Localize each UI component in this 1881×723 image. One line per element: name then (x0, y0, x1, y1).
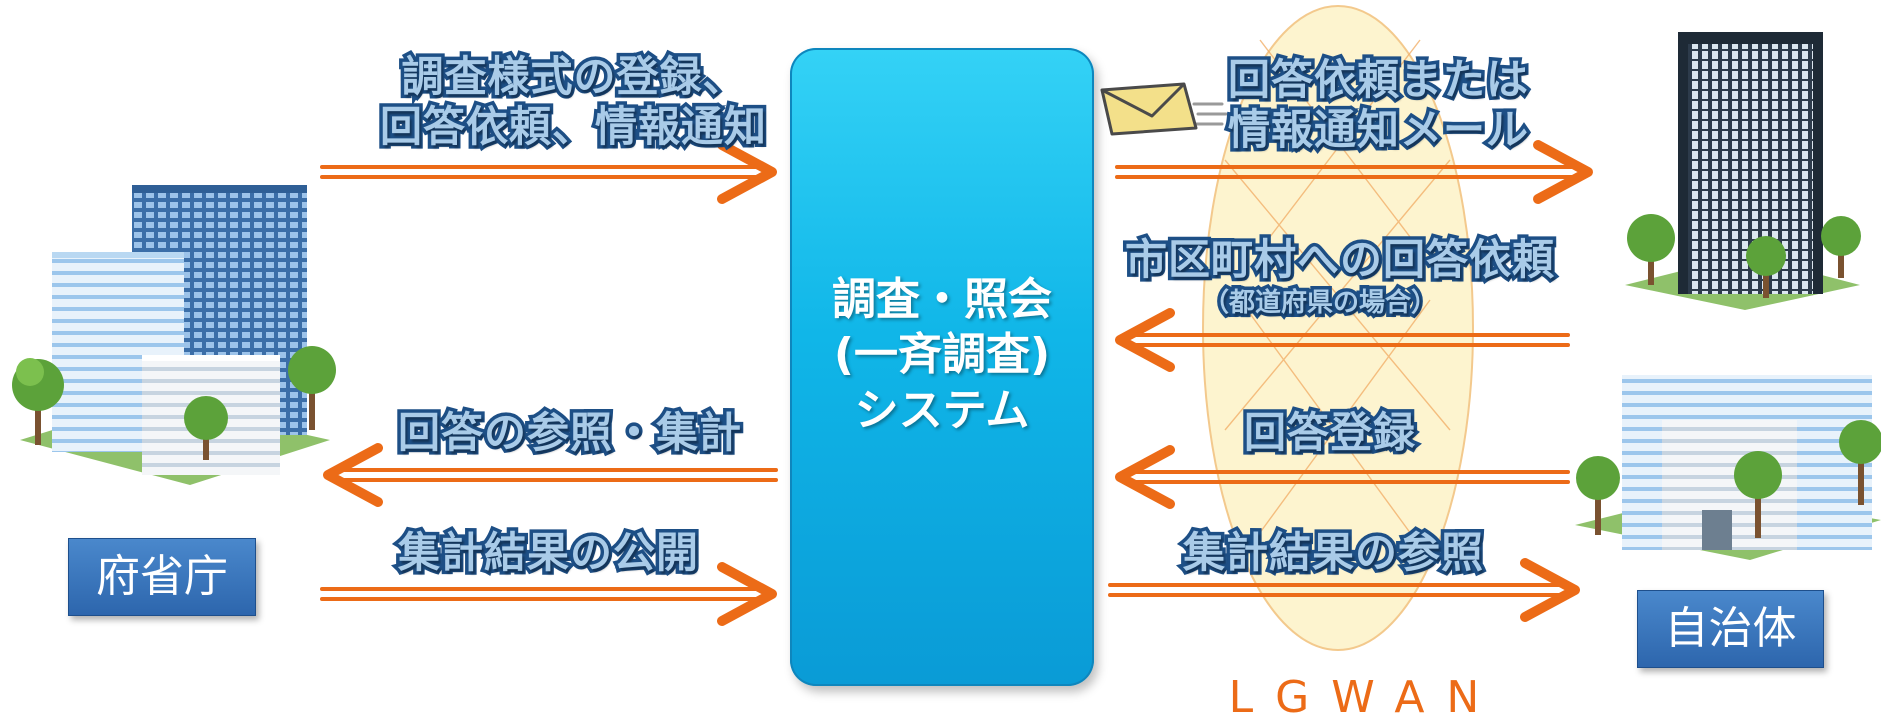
system-title-line: システム (854, 384, 1030, 436)
envelope-icon (1100, 82, 1228, 136)
label-mail: 回答依頼または 情報通知メール (1224, 52, 1531, 157)
label-publish: 集計結果の公開 (394, 525, 701, 581)
label-answer-register: 回答登録 (1240, 405, 1418, 461)
system-title: 調査・照会 (一斉調査) システム (790, 272, 1094, 438)
system-title-line: 調査・照会 (832, 274, 1052, 325)
arrow-register (320, 140, 777, 204)
lgwan-label: LGWAN (1228, 672, 1502, 723)
arrow-view-aggregate (323, 443, 778, 507)
label-mail-line: 情報通知メール (1224, 101, 1531, 157)
tower-building-icon (1625, 32, 1861, 310)
label-mail-line: 回答依頼または (1224, 52, 1531, 108)
label-result-view: 集計結果の参照 (1179, 525, 1486, 581)
label-register-line: 調査様式の登録、 (398, 49, 748, 105)
label-municipal-request-note: （都道府県の場合） (1199, 285, 1440, 322)
label-register: 調査様式の登録、 回答依頼、情報通知 (376, 49, 769, 154)
arrow-result-view (1108, 558, 1580, 622)
arrow-publish (320, 562, 777, 626)
label-register-line: 回答依頼、情報通知 (376, 98, 769, 154)
arrow-answer-register (1115, 445, 1570, 509)
office-complex-icon (1575, 365, 1881, 560)
arrow-municipal-request (1115, 308, 1570, 372)
arrow-mail (1115, 140, 1593, 204)
ministry-box: 府省庁 (68, 538, 256, 616)
label-municipal-request: 市区町村への回答依頼 (1121, 232, 1557, 288)
label-view-aggregate: 回答の参照・集計 (394, 405, 744, 461)
local-government-box: 自治体 (1637, 590, 1824, 668)
system-box (790, 48, 1094, 686)
system-title-line: (一斉調査) (833, 329, 1051, 381)
office-buildings-icon (12, 185, 336, 485)
